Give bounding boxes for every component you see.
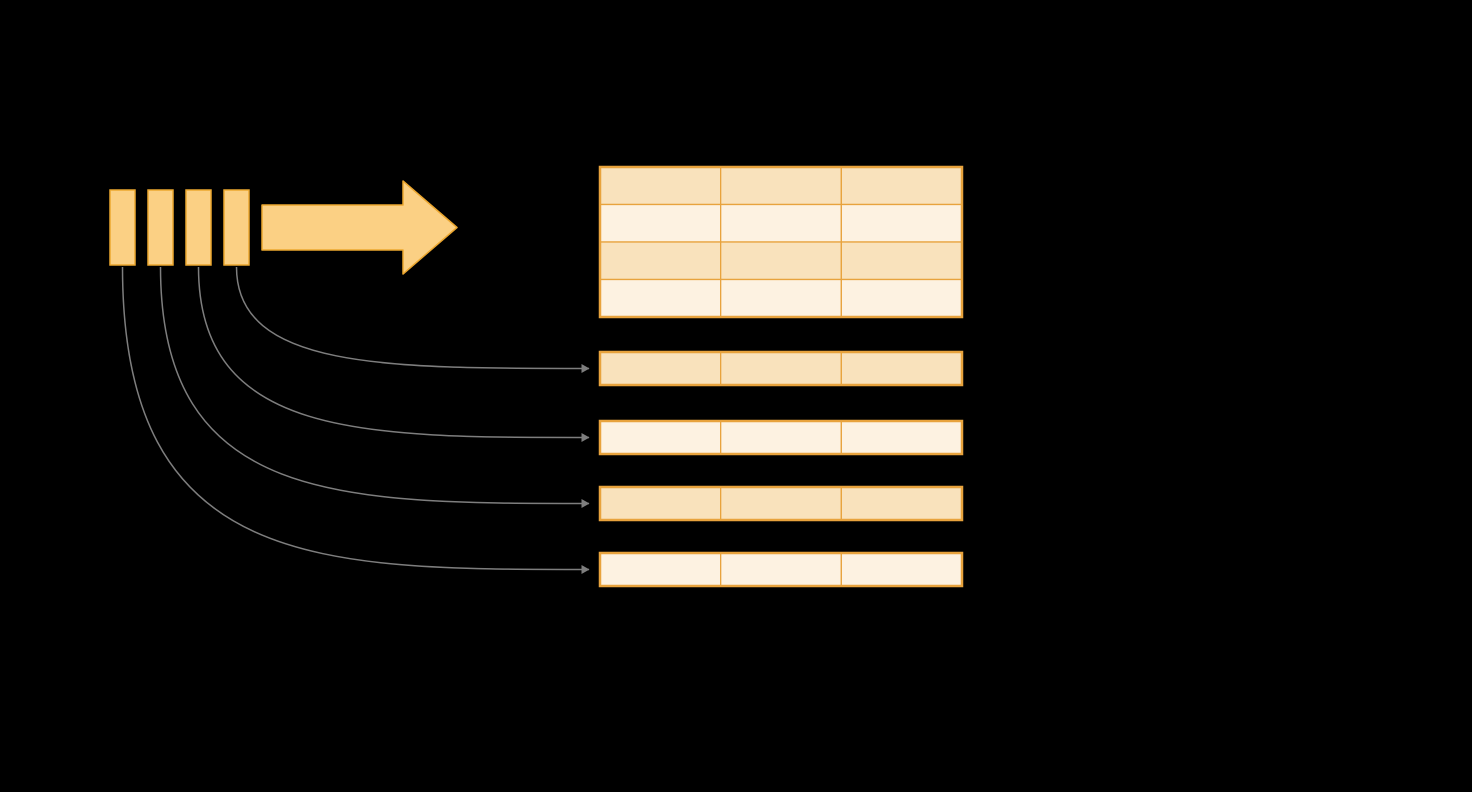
matrix-table-border xyxy=(598,165,964,319)
row-table-border xyxy=(598,419,964,456)
row-table-cell xyxy=(720,486,842,521)
row-table-border xyxy=(598,551,964,588)
connector-arrow xyxy=(121,266,590,574)
flow-arrow-icon xyxy=(261,180,458,275)
stream-bars xyxy=(109,189,250,266)
connectors xyxy=(121,266,590,574)
matrix-cell xyxy=(840,241,963,281)
row-table-cell xyxy=(599,552,722,587)
matrix-cell xyxy=(599,203,722,243)
row-table-cell xyxy=(840,486,963,521)
row-table-border xyxy=(598,350,964,387)
matrix-cell xyxy=(599,278,722,318)
row-table-cell xyxy=(840,552,963,587)
matrix-table xyxy=(598,165,964,319)
row-table-cell xyxy=(720,420,842,455)
stream-item xyxy=(109,189,136,266)
connector-arrow xyxy=(235,266,590,373)
stream-item xyxy=(185,189,212,266)
row-table-cell xyxy=(599,420,722,455)
matrix-cell xyxy=(720,241,842,281)
matrix-cell xyxy=(840,278,963,318)
matrix-cell xyxy=(720,278,842,318)
connector-arrow xyxy=(159,266,590,508)
row-table xyxy=(598,551,964,588)
matrix-cell xyxy=(599,241,722,281)
row-table-cell xyxy=(840,420,963,455)
row-table-border xyxy=(598,485,964,522)
row-table xyxy=(598,350,964,387)
matrix-cell xyxy=(720,203,842,243)
matrix-cell xyxy=(840,203,963,243)
matrix-cell xyxy=(840,166,963,206)
matrix-cell xyxy=(720,166,842,206)
row-table xyxy=(598,419,964,456)
connector-arrow xyxy=(197,266,590,442)
stream-item xyxy=(147,189,174,266)
stream-item xyxy=(223,189,250,266)
row-table-cell xyxy=(599,351,722,386)
row-table-cell xyxy=(840,351,963,386)
row-table-cell xyxy=(599,486,722,521)
row-table-cell xyxy=(720,351,842,386)
matrix-cell xyxy=(599,166,722,206)
row-table-cell xyxy=(720,552,842,587)
row-table xyxy=(598,485,964,522)
